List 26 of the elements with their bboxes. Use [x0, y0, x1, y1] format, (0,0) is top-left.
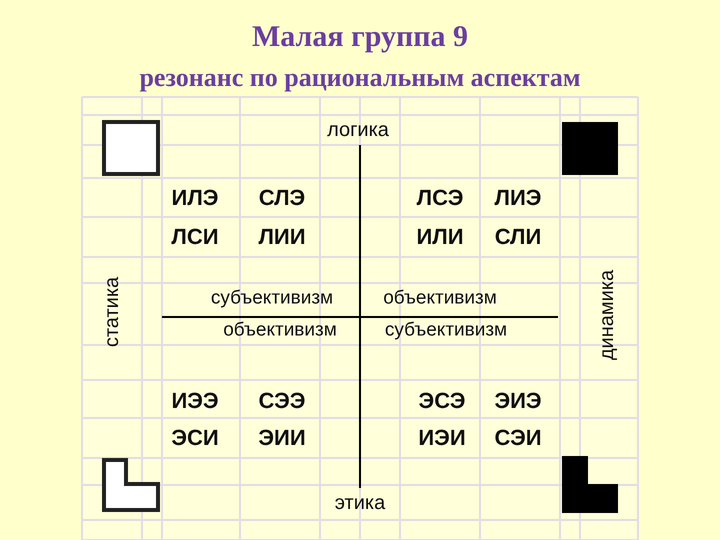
- type-code: ЛИИ: [258, 224, 306, 250]
- type-code: ЭИЭ: [494, 388, 542, 414]
- type-code: ЭСЭ: [418, 388, 466, 414]
- type-code: ИЭИ: [418, 426, 466, 450]
- type-code: СЛЭ: [258, 186, 306, 210]
- axis-label: этика: [334, 492, 386, 514]
- type-code: ЛСЭ: [416, 186, 464, 210]
- type-code: ЭИИ: [258, 426, 306, 450]
- quadrant-label: объективизм: [223, 320, 337, 342]
- type-code: ЭСИ: [171, 426, 219, 450]
- axis-label: статика: [101, 276, 123, 348]
- type-code: СЛИ: [494, 224, 542, 250]
- type-code: ЛИЭ: [494, 186, 542, 210]
- quadrant-label: объективизм: [383, 288, 497, 310]
- axis-label: динамика: [596, 270, 618, 360]
- type-code: ИЛЭ: [172, 186, 218, 210]
- title: Малая группа 9: [250, 20, 470, 54]
- quadrant-label: субъективизм: [384, 320, 508, 342]
- type-code: ИЛИ: [416, 224, 464, 250]
- quadrant-label: субъективизм: [210, 288, 334, 310]
- subtitle: резонанс по рациональным аспектам: [138, 63, 582, 93]
- type-code: СЭЭ: [258, 388, 306, 414]
- type-code: ЛСИ: [171, 224, 219, 250]
- type-code: ИЭЭ: [171, 388, 219, 414]
- axis-label: логика: [327, 119, 389, 141]
- type-code: СЭИ: [494, 426, 542, 450]
